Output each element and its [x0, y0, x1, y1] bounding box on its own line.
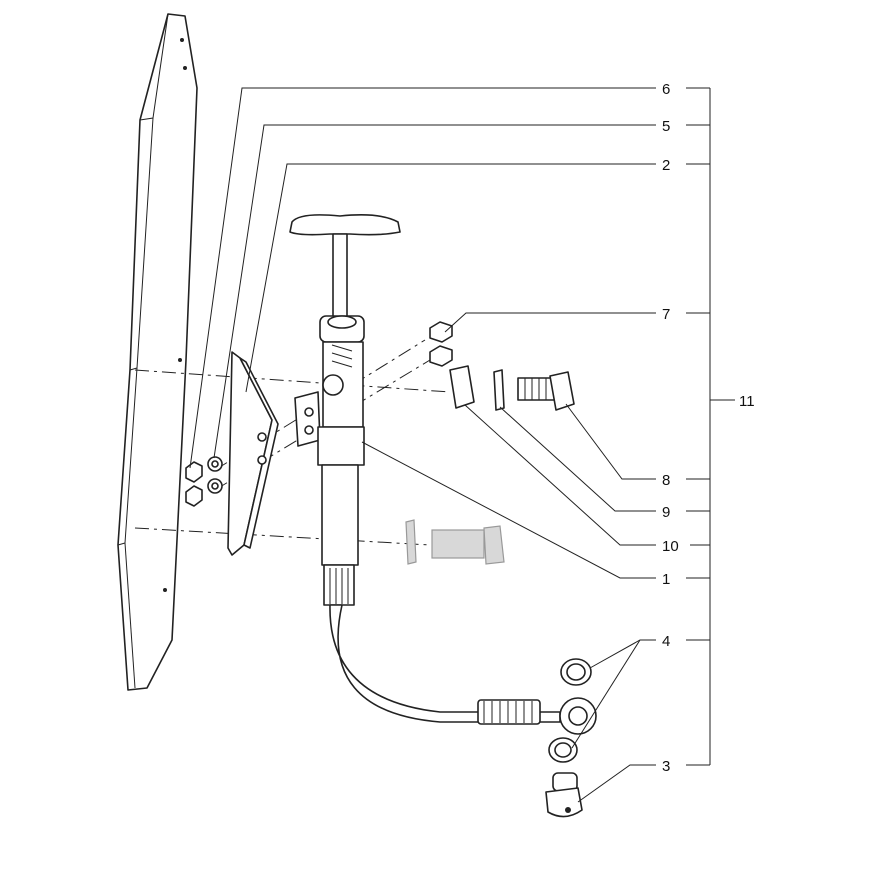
callout-7: 7 — [662, 306, 670, 323]
callout-11: 11 — [739, 393, 755, 410]
callout-10: 10 — [662, 538, 679, 555]
callout-2: 2 — [662, 157, 670, 174]
leader-lines — [189, 87, 656, 803]
fasteners — [405, 321, 575, 565]
callout-4: 4 — [662, 633, 670, 650]
pump-assembly — [289, 214, 597, 735]
hose-fittings — [545, 658, 592, 818]
callout-9: 9 — [662, 504, 670, 521]
nuts-and-washers — [185, 456, 223, 507]
assembly-axis — [214, 359, 431, 491]
assembly-axis — [134, 369, 451, 393]
callout-3: 3 — [662, 758, 670, 775]
callout-1: 1 — [662, 571, 670, 588]
callout-5: 5 — [662, 118, 670, 135]
callout-6: 6 — [662, 81, 670, 98]
callout-8: 8 — [662, 472, 670, 489]
assembly-axis — [134, 527, 431, 546]
mounting-panel — [117, 13, 198, 691]
assembly-bracket — [686, 87, 735, 766]
